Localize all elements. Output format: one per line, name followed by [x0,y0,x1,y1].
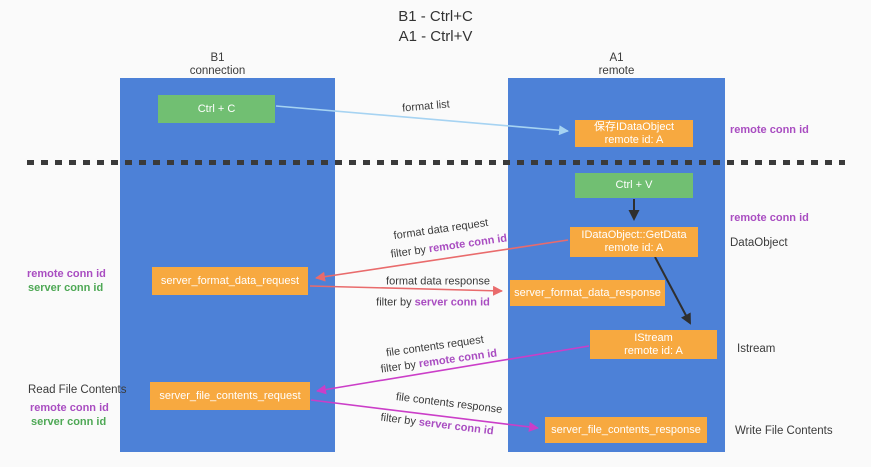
istream-box: IStream remote id: A [590,330,717,359]
server-format-data-response-label: server_format_data_response [514,286,661,299]
getdata-box: IDataObject::GetData remote id: A [570,227,698,257]
filter-by-text: filter by [379,411,420,429]
filter-by-text: filter by [376,296,415,309]
write-file-contents-label: Write File Contents [735,425,833,437]
read-file-contents-label: Read File Contents [28,384,127,396]
file-response-filter-label: filter by server conn id [380,412,494,439]
right-column-header: A1 remote [508,52,725,78]
ctrl-c-box: Ctrl + C [158,95,275,123]
save-idataobject-box: 保存IDataObject remote id: A [575,120,693,147]
ctrl-v-label: Ctrl + V [615,179,653,191]
file-contents-response-label: file contents response [395,391,503,416]
right-remote-conn-id-mid: remote conn id [730,212,809,224]
server-file-contents-response-label: server_file_contents_response [551,423,701,436]
format-response-filter-label: filter by server conn id [376,297,490,310]
phase-separator-line [27,160,845,165]
getdata-line1: IDataObject::GetData [581,229,687,241]
right-column-type: remote [598,65,635,77]
format-list-label: format list [401,98,451,115]
left-column-header: B1 connection [120,52,315,78]
save-idataobject-line1: 保存IDataObject [593,120,675,133]
ctrl-v-box: Ctrl + V [575,173,693,198]
server-conn-id-text: server conn id [418,416,495,438]
left-server-conn-id-bottom: server conn id [31,416,107,428]
left-column-name: B1 [210,52,225,64]
right-remote-conn-id-top: remote conn id [730,124,809,136]
server-file-contents-response-box: server_file_contents_response [545,417,707,443]
istream-line2: remote id: A [624,344,683,357]
left-remote-conn-id-top: remote conn id [27,268,106,280]
server-conn-id-text: server conn id [414,296,490,309]
server-format-data-response-box: server_format_data_response [510,280,665,306]
server-file-contents-request-label: server_file_contents_request [159,389,301,402]
ctrl-c-label: Ctrl + C [197,102,236,115]
diagram-title: B1 - Ctrl+C A1 - Ctrl+V [0,7,871,47]
right-column-name: A1 [609,52,624,64]
filter-by-text: filter by [389,243,430,261]
server-format-data-request-box: server_format_data_request [152,267,308,295]
server-file-contents-request-box: server_file_contents_request [150,382,310,410]
istream-line1: IStream [634,331,673,344]
left-server-conn-id-top: server conn id [28,282,104,294]
left-column-type: connection [189,65,246,77]
getdata-line2: remote id: A [604,242,664,254]
server-format-data-request-label: server_format_data_request [160,274,300,287]
save-idataobject-line2: remote id: A [604,133,664,146]
filter-by-text: filter by [379,358,420,376]
title-line-1: B1 - Ctrl+C [398,8,473,25]
title-line-2: A1 - Ctrl+V [398,28,473,45]
format-data-response-label: format data response [386,275,490,288]
istream-side-label: Istream [737,343,776,355]
left-remote-conn-id-bottom: remote conn id [30,402,109,414]
dataobject-label: DataObject [730,237,788,249]
